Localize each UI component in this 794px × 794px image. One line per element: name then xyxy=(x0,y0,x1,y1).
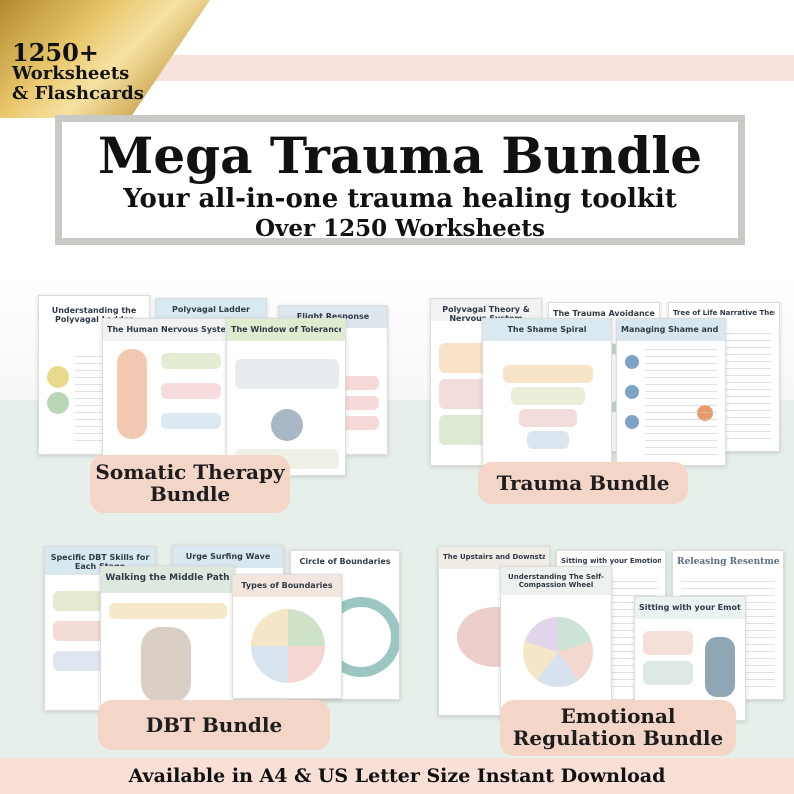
worksheet-title: The Upstairs and Downstairs Brain xyxy=(443,553,545,561)
bundle-label-line-2: Bundle xyxy=(149,482,231,506)
step-circle xyxy=(625,385,639,399)
decorative-block xyxy=(109,603,227,619)
worksheet-preview: The Human Nervous System xyxy=(102,318,230,476)
bundle-label-dbt: DBT Bundle xyxy=(98,700,330,750)
worksheet-preview: Managing Shame and Guilt xyxy=(616,318,726,466)
badge-line-1: Worksheets xyxy=(12,63,130,84)
decorative-block xyxy=(643,631,693,655)
decorative-block xyxy=(161,413,221,429)
badge-count: 1250+ xyxy=(12,38,99,67)
compassion-wheel xyxy=(523,617,593,687)
spiral-funnel xyxy=(511,387,585,405)
worksheet-header xyxy=(156,299,266,321)
worksheet-header xyxy=(101,567,234,593)
worksheet-header xyxy=(173,546,283,568)
step-circle xyxy=(625,355,639,369)
worksheet-title: Understanding the Polyvagal Ladder xyxy=(51,306,137,324)
meditation-figure xyxy=(271,409,303,441)
bundle-label-text: DBT Bundle xyxy=(145,713,283,737)
decorative-block xyxy=(53,621,113,641)
footer-band xyxy=(0,758,794,794)
title-frame: Mega Trauma Bundle Your all-in-one traum… xyxy=(55,115,745,245)
worksheet-title: Polyvagal Ladder xyxy=(172,305,250,314)
bundle-label-line-1: Somatic Therapy xyxy=(95,460,285,484)
worksheet-title: The Trauma Avoidance Cycle xyxy=(553,309,655,318)
decorative-block xyxy=(643,661,693,685)
spiral-funnel xyxy=(503,365,593,383)
worksheet-header xyxy=(227,319,345,341)
bundle-label-line-2: Regulation Bundle xyxy=(512,726,724,750)
worksheet-preview: Walking the Middle Path xyxy=(100,566,235,710)
worksheet-preview: Types of Boundaries xyxy=(232,574,342,699)
decorative-block xyxy=(53,591,113,611)
worksheet-title: Types of Boundaries xyxy=(241,581,333,590)
worksheet-title: Specific DBT Skills for Each Stage xyxy=(50,553,150,571)
step-circle xyxy=(625,415,639,429)
worksheet-title: Understanding The Self-Compassion Wheel xyxy=(508,573,604,589)
worksheet-preview: Understanding The Self-Compassion Wheel xyxy=(500,566,612,721)
worksheet-header xyxy=(431,299,541,321)
bundle-label-line-1: Emotional xyxy=(560,704,676,728)
decorative-block xyxy=(235,359,339,389)
worksheet-header xyxy=(233,575,341,597)
bundle-label-trauma: Trauma Bundle xyxy=(478,462,688,504)
worksheet-title: Sitting with your Emotions xyxy=(639,603,741,612)
decorative-circle xyxy=(47,366,69,388)
worksheet-title: Flight Response xyxy=(296,312,370,321)
worksheet-title: The Window of Tolerance xyxy=(231,325,341,334)
decorative-block xyxy=(53,651,113,671)
worksheet-header xyxy=(103,319,229,341)
worksheet-title: The Human Nervous System xyxy=(107,325,225,334)
body-figure xyxy=(117,349,147,439)
spiral-funnel xyxy=(519,409,577,427)
worksheet-title: Urge Surfing Wave xyxy=(185,552,271,561)
footer-text: Available in A4 & US Letter Size Instant… xyxy=(128,765,666,787)
worksheet-title: Releasing Resentment xyxy=(677,557,779,567)
worksheet-header xyxy=(439,547,549,569)
worksheet-header xyxy=(483,319,611,341)
bundle-label-text: Trauma Bundle xyxy=(496,471,670,495)
worksheet-title: Tree of Life Narrative Therapy Worksheet xyxy=(673,309,775,317)
worksheet-title: Circle of Boundaries xyxy=(299,557,391,566)
page-subtitle: Your all-in-one trauma healing toolkit xyxy=(123,184,677,214)
path-illustration xyxy=(141,627,191,703)
worksheet-text-lines xyxy=(645,349,717,457)
badge-line-2: & Flashcards xyxy=(12,83,144,104)
boundaries-wheel xyxy=(251,609,325,683)
page-title: Mega Trauma Bundle xyxy=(97,126,703,185)
decorative-block xyxy=(161,353,221,369)
worksheet-count-line: Over 1250 Worksheets xyxy=(254,215,546,242)
worksheet-title: Sitting with your Emotions xyxy=(561,557,661,565)
decorative-block xyxy=(161,383,221,399)
decorative-circle xyxy=(47,392,69,414)
worksheet-preview: The Shame Spiral xyxy=(482,318,612,466)
worksheet-header xyxy=(501,567,611,595)
person-illustration xyxy=(705,637,735,697)
bundle-label-emotional: Emotional Regulation Bundle xyxy=(500,700,736,756)
worksheet-title: Managing Shame and Guilt xyxy=(621,325,721,334)
worksheet-preview: The Window of Tolerance xyxy=(226,318,346,476)
worksheet-header xyxy=(635,597,745,619)
bundle-label-somatic: Somatic Therapy Bundle xyxy=(90,455,290,513)
worksheet-title: The Shame Spiral xyxy=(507,325,587,334)
worksheet-title: Walking the Middle Path xyxy=(105,573,230,583)
spiral-funnel xyxy=(527,431,569,449)
worksheet-header xyxy=(617,319,725,341)
